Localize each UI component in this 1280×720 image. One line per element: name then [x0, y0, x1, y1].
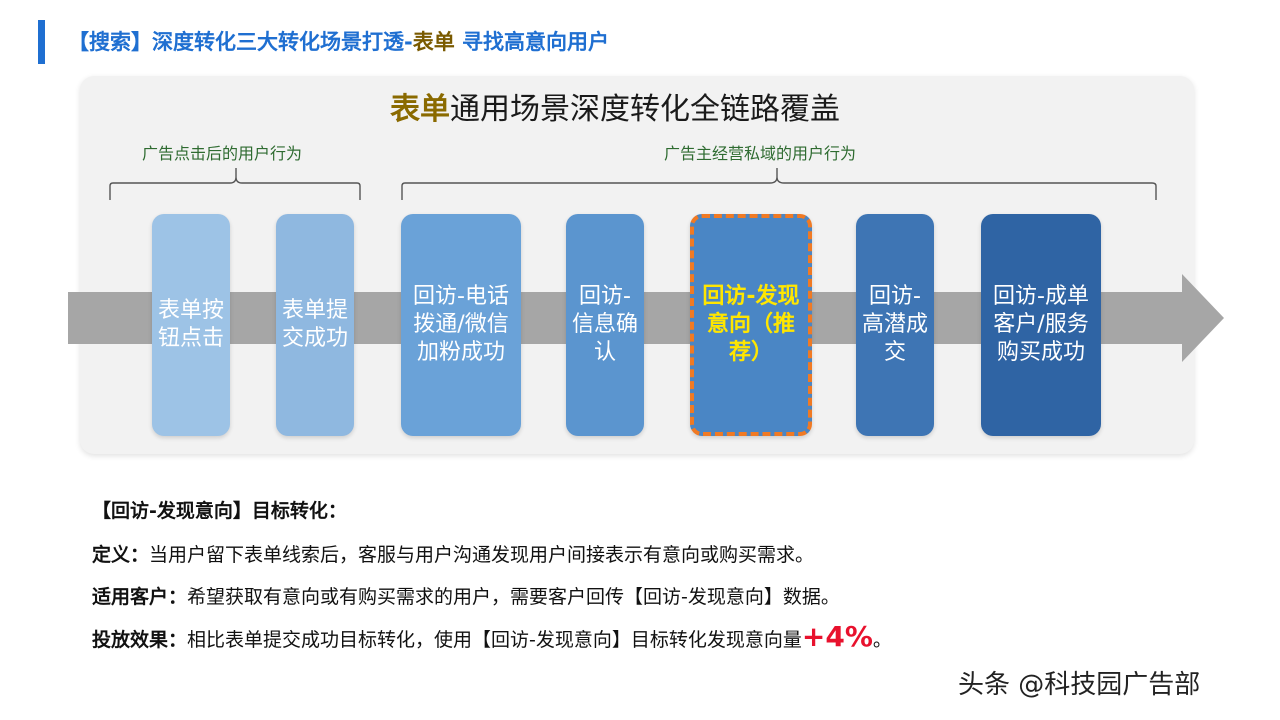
details-heading: 【回访-发现意向】目标转化：	[92, 500, 347, 522]
stage-form-button-click: 表单按钮点击	[152, 214, 230, 436]
stage-form-submit-success: 表单提交成功	[276, 214, 354, 436]
watermark: 头条 @科技园广告部	[958, 670, 1201, 700]
stage-callback-connected: 回访-电话拨通/微信加粉成功	[401, 214, 521, 436]
effect-metric: +4%	[801, 620, 873, 653]
group-label-post-click: 广告点击后的用户行为	[142, 144, 303, 163]
stage-callback-intent-recommended: 回访-发现意向（推荐）	[690, 214, 812, 436]
definition-line: 定义：当用户留下表单线索后，客服与用户沟通发现用户间接表示有意向或购买需求。	[92, 544, 815, 566]
group-label-private-domain: 广告主经营私域的用户行为	[664, 144, 857, 163]
stage-callback-high-potential: 回访-高潜成交	[856, 214, 934, 436]
applicable-customers-line: 适用客户：希望获取有意向或有购买需求的用户，需要客户回传【回访-发现意向】数据。	[92, 586, 840, 608]
brace-post-click	[109, 168, 361, 200]
page-title: 【搜索】深度转化三大转化场景打透-表单 寻找高意向用户	[68, 30, 610, 54]
effect-line: 投放效果：相比表单提交成功目标转化，使用【回访-发现意向】目标转化发现意向量+4…	[92, 620, 892, 653]
panel-title: 表单通用场景深度转化全链路覆盖	[390, 92, 840, 127]
stage-callback-info-confirm: 回访-信息确认	[566, 214, 644, 436]
stage-callback-deal-closed: 回访-成单客户/服务购买成功	[981, 214, 1101, 436]
brace-private-domain	[401, 168, 1157, 200]
title-accent-bar	[38, 20, 45, 64]
flow-arrow	[68, 274, 1224, 362]
